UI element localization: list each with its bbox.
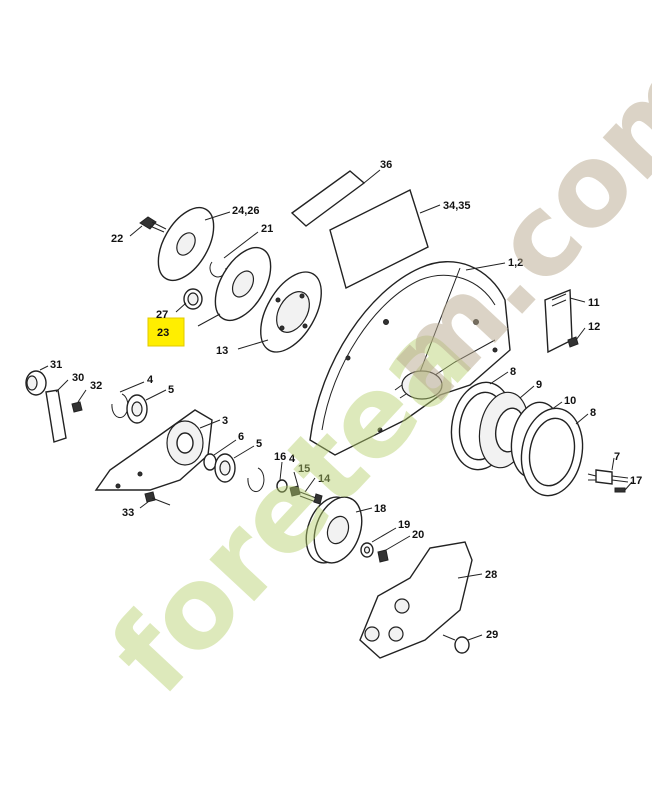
label-7: 7 xyxy=(614,451,620,463)
label-12: 12 xyxy=(588,321,600,333)
label-29: 29 xyxy=(486,629,498,641)
label-20: 20 xyxy=(412,529,424,541)
label-17: 17 xyxy=(630,475,642,487)
part-24-26-washer xyxy=(157,206,231,282)
label-13: 13 xyxy=(216,345,228,357)
part-34-35-plate xyxy=(329,189,441,290)
label-8b: 8 xyxy=(590,407,596,419)
part-19-washer xyxy=(360,527,397,558)
part-6-spacer xyxy=(203,439,237,471)
label-1-2: 1,2 xyxy=(508,257,523,269)
part-15-nut xyxy=(289,471,301,497)
part-27-ring xyxy=(175,288,221,327)
label-11: 11 xyxy=(588,297,600,309)
part-32-screw xyxy=(71,389,87,413)
label-8a: 8 xyxy=(510,366,516,378)
part-29-knob xyxy=(442,634,483,654)
label-24-26: 24,26 xyxy=(232,205,260,217)
part-22-bolt xyxy=(129,216,167,237)
part-13-flange xyxy=(237,271,322,353)
part-8-ring-b xyxy=(520,407,589,497)
label-34-35: 34,35 xyxy=(443,200,471,212)
label-31: 31 xyxy=(50,359,62,371)
part-14-bolt xyxy=(299,477,323,505)
label-4b: 4 xyxy=(289,453,296,465)
label-33: 33 xyxy=(122,507,134,519)
part-18-pulley xyxy=(305,496,373,564)
label-15: 15 xyxy=(298,463,310,475)
label-3: 3 xyxy=(222,415,228,427)
label-22: 22 xyxy=(111,233,123,245)
part-30-bracket xyxy=(45,379,69,443)
label-16: 16 xyxy=(274,451,286,463)
label-28: 28 xyxy=(485,569,497,581)
part-4-circlip-a xyxy=(111,381,145,419)
part-4-circlip-b xyxy=(247,467,265,493)
part-33-screw xyxy=(139,491,171,509)
part-16-washer xyxy=(276,461,288,493)
part-28-cover xyxy=(359,541,483,659)
part-31-buffer xyxy=(25,365,49,396)
part-23-disc xyxy=(214,246,272,322)
part-20-nut xyxy=(377,535,411,563)
label-32: 32 xyxy=(90,380,102,392)
label-21: 21 xyxy=(261,223,273,235)
label-5a: 5 xyxy=(168,384,174,396)
label-5b: 5 xyxy=(256,438,262,450)
part-36-decal xyxy=(290,169,381,227)
part-3-arm xyxy=(94,409,221,491)
part-17-key xyxy=(614,481,633,493)
label-36: 36 xyxy=(380,159,392,171)
part-5-bearing-a xyxy=(126,389,167,424)
label-30: 30 xyxy=(72,372,84,384)
part-7-shaft xyxy=(587,457,629,485)
part-1-2-guard xyxy=(309,261,511,456)
label-18: 18 xyxy=(374,503,386,515)
label-23: 23 xyxy=(157,327,169,339)
part-labels: 36 34,35 24,26 21 22 1,2 27 23 13 11 12 … xyxy=(50,159,642,641)
part-12-screw xyxy=(567,327,586,348)
part-5-bearing-b xyxy=(214,445,255,483)
label-9: 9 xyxy=(536,379,542,391)
highlight-box xyxy=(147,317,185,347)
label-14: 14 xyxy=(318,473,331,485)
label-19: 19 xyxy=(398,519,410,531)
label-10: 10 xyxy=(564,395,576,407)
label-6: 6 xyxy=(238,431,244,443)
label-4a: 4 xyxy=(147,374,154,386)
watermark-logo: foretea m.com xyxy=(87,31,652,719)
label-27: 27 xyxy=(156,309,168,321)
